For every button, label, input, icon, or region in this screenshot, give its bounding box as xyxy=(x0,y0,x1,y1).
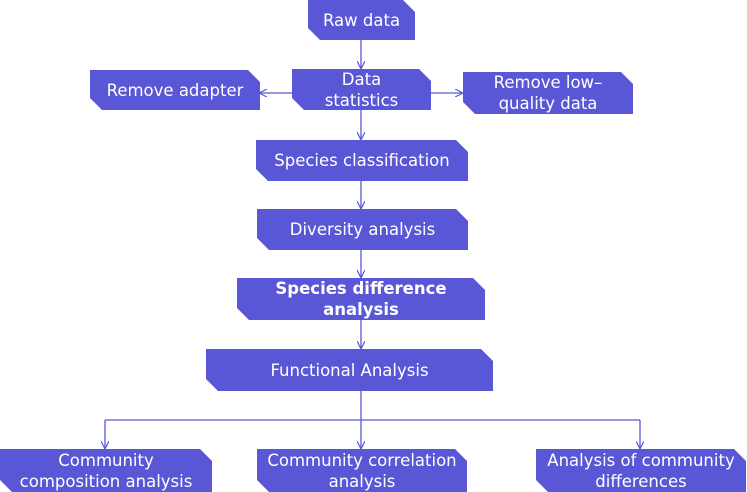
node-community-composition: Community composition analysis xyxy=(0,449,212,492)
node-community-composition-label: Community composition analysis xyxy=(19,450,193,491)
node-remove-low-quality-label: Remove low– quality data xyxy=(493,73,603,113)
node-remove-adapter: Remove adapter xyxy=(90,70,260,110)
node-functional-analysis-label: Functional Analysis xyxy=(270,360,429,380)
node-community-correlation-label: Community correlation analysis xyxy=(267,450,457,491)
node-remove-low-quality: Remove low– quality data xyxy=(463,72,633,114)
node-raw-data: Raw data xyxy=(308,0,415,40)
node-diversity-analysis-label: Diversity analysis xyxy=(289,220,436,239)
node-diversity-analysis: Diversity analysis xyxy=(257,209,468,250)
node-species-difference-label: Species difference analysis xyxy=(275,279,447,319)
node-species-classification-label: Species classification xyxy=(274,151,450,170)
node-species-classification: Species classification xyxy=(256,140,468,181)
node-community-differences: Analysis of community differences xyxy=(536,449,746,492)
node-community-differences-label: Analysis of community differences xyxy=(547,450,735,491)
node-remove-adapter-label: Remove adapter xyxy=(106,80,244,100)
node-data-statistics: Data statistics xyxy=(292,69,431,110)
node-species-difference: Species difference analysis xyxy=(237,278,485,320)
node-raw-data-label: Raw data xyxy=(322,10,401,30)
node-functional-analysis: Functional Analysis xyxy=(206,349,493,391)
node-data-statistics-label: Data statistics xyxy=(324,69,399,110)
node-community-correlation: Community correlation analysis xyxy=(257,449,467,492)
